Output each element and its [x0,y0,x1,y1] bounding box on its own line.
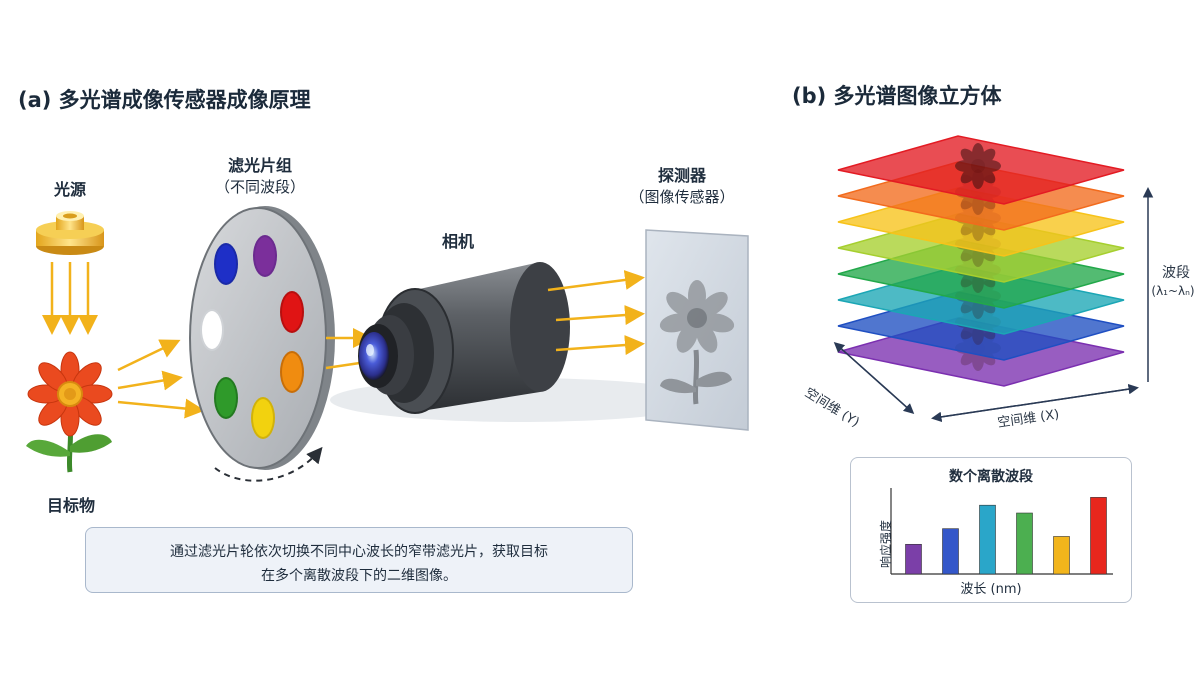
hypercube [837,135,1125,387]
note-line-1: 通过滤光片轮依次切换不同中心波长的窄带滤光片，获取目标 [170,544,548,560]
light-source-label: 光源 [53,180,86,199]
note-line-2: 在多个离散波段下的二维图像。 [261,568,457,584]
filter-red [280,291,304,333]
band-axis-label: 波段 [1162,265,1190,281]
bar-1 [905,543,922,575]
bar-5 [1053,536,1070,575]
camera-icon [330,262,710,422]
camera-label: 相机 [441,232,474,251]
filter-green [214,377,238,419]
filter-wheel [189,206,335,470]
detector-title-label: 探测器 [657,166,706,185]
filter-purple [253,235,277,277]
band-range-label: (λ₁~λₙ) [1151,284,1195,298]
bar-chart [890,488,1113,575]
light-source-icon [36,211,104,255]
reflected-rays [117,339,205,419]
band-response-chart: 数个离散波段 波长 (nm) 响应强度 [850,457,1132,603]
target-label: 目标物 [46,496,95,515]
flower-icon [26,351,113,473]
bar-4 [1016,512,1033,575]
grayscale-flower-image [659,280,735,405]
spatial-x-axis-arrow [931,383,1139,423]
chart-ylabel: 响应强度 [879,519,893,568]
panel-b-title: (b) 多光谱图像立方体 [792,84,1002,108]
spatial-y-axis-arrow [833,341,915,415]
detector-sub-label: （图像传感器） [629,188,735,206]
rotation-arrow [214,446,323,482]
bar-6 [1090,497,1107,575]
cube-layer-flower-1 [955,143,1001,189]
chart-xlabel: 波长 (nm) [960,582,1022,597]
filter-sub-label: （不同波段） [214,178,305,196]
bar-3 [979,504,996,575]
output-rays [547,270,645,356]
description-note: 通过滤光片轮依次切换不同中心波长的窄带滤光片，获取目标 在多个离散波段下的二维图… [85,527,633,593]
filter-orange [280,351,304,393]
filter-yellow [251,397,275,439]
chart-title: 数个离散波段 [949,469,1033,485]
panel-a-title: (a) 多光谱成像传感器成像原理 [18,88,311,112]
filter-blue [214,243,238,285]
detector-panel [645,229,749,431]
bar-2 [942,528,959,575]
filter-title-label: 滤光片组 [227,156,292,175]
light-rays [42,262,98,335]
filter-white [200,309,224,351]
